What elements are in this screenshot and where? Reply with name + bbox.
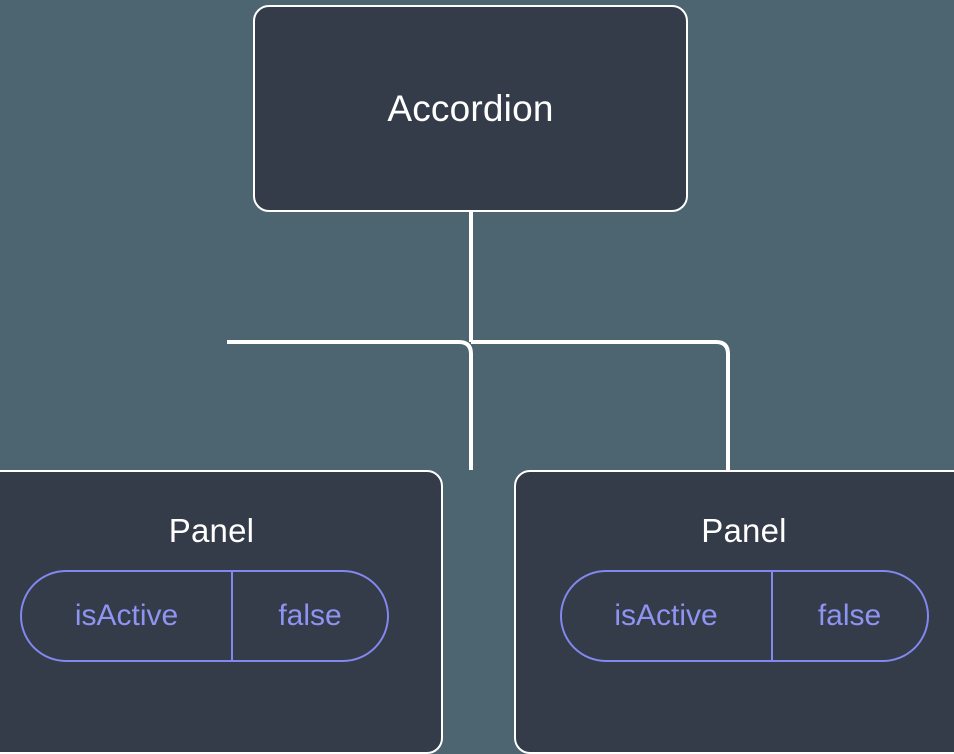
panel-node-right[interactable]: Panel isActive false [514,470,954,754]
state-badge-is-active[interactable]: isActive false [20,570,389,662]
root-node-label: Accordion [387,88,554,129]
component-tree-diagram: Accordion Panel isActive false Panel isA… [0,5,954,754]
state-badge-value: false [817,599,882,632]
state-badge-value: false [278,599,342,632]
root-node-accordion[interactable]: Accordion [253,5,688,212]
state-badge-key: isActive [562,572,773,660]
panel-node-label: Panel [168,512,255,549]
panel-node-left[interactable]: Panel isActive false [0,470,443,754]
panel-node-label: Panel [701,512,787,549]
state-badge-key: isActive [22,572,233,660]
state-badge-is-active[interactable]: isActive false [559,570,929,662]
connector-bus-to-right-panel [471,340,730,470]
connector-bus-to-left-panel [227,340,473,470]
